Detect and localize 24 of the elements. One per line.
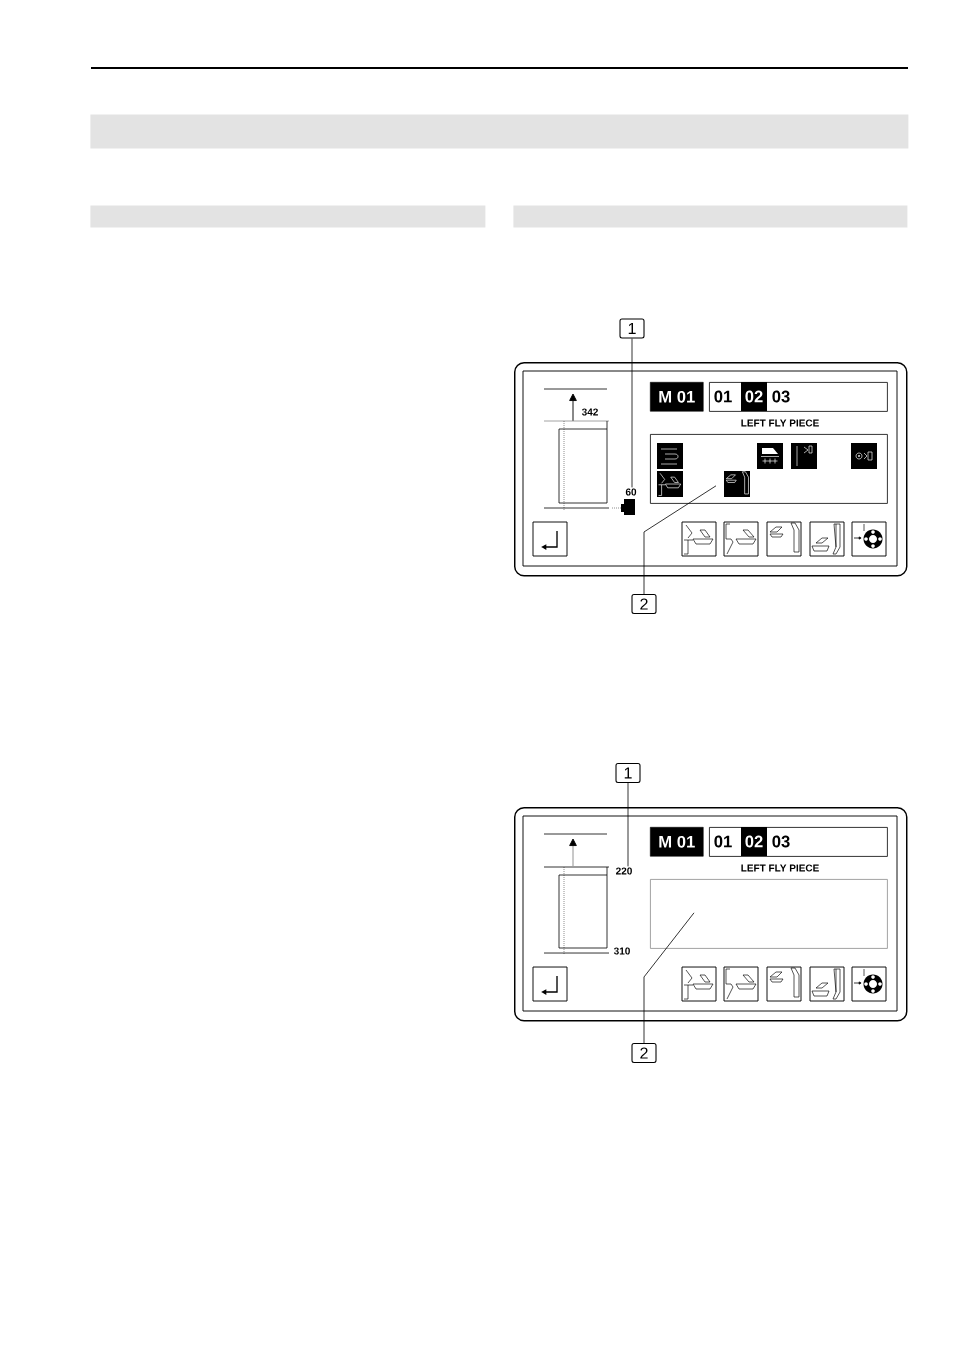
program-name: LEFT FLY PIECE	[741, 419, 819, 427]
leader-line	[631, 338, 633, 488]
display-field	[650, 879, 888, 949]
callout-number: 1	[619, 318, 645, 339]
screen-panel	[514, 807, 908, 1022]
heading-bar	[90, 205, 486, 228]
heading-bar	[90, 114, 909, 149]
callout-number: 2	[631, 593, 657, 615]
dimension-value: 310	[613, 947, 630, 955]
dimension-value: 342	[581, 408, 598, 416]
dimension-value: 60	[625, 488, 637, 496]
dimension-value: 220	[616, 867, 632, 875]
callout-number: 1	[615, 762, 641, 784]
screen-panel	[514, 362, 908, 577]
leader-line	[627, 782, 629, 867]
heading-bar	[513, 205, 908, 228]
program-box: M 01	[650, 382, 704, 412]
program-selector: 01 02 03	[709, 382, 888, 412]
program-box: M 01	[650, 827, 704, 857]
callout-number: 2	[631, 1042, 657, 1064]
program-selector: 01 02 03	[709, 827, 888, 857]
leader-line	[643, 912, 695, 1044]
program-name: LEFT FLY PIECE	[741, 864, 819, 872]
display-field	[650, 434, 888, 504]
